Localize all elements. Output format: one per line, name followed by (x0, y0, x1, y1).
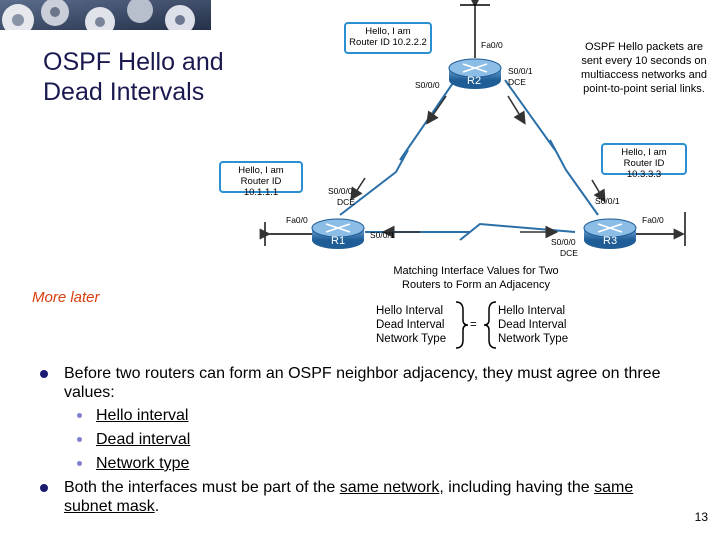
page-number: 13 (694, 510, 708, 524)
bullet-dot (40, 370, 48, 378)
sub-bullet-3: Network type (40, 454, 680, 473)
r3-s000-label: S0/0/0 (551, 237, 576, 247)
sub-bullet-1: Hello interval (40, 406, 680, 425)
bullet-list: Before two routers can form an OSPF neig… (40, 364, 680, 520)
hello-note-line-3: multiaccess networks and (581, 69, 707, 81)
right-network-type: Network Type (498, 333, 569, 345)
network-topology-diagram (259, 0, 686, 249)
equals-sign: = (470, 319, 477, 331)
router-r2 (448, 58, 502, 89)
router-r2-label: R2 (467, 75, 482, 87)
r2-fa00-label: Fa0/0 (481, 40, 503, 50)
title-line-2: Dead Intervals (43, 78, 205, 106)
r3-dce-label: DCE (560, 248, 578, 258)
ethernet-links (259, 0, 686, 246)
r2-s001-label: S0/0/1 (508, 66, 533, 76)
r2-s000-label: S0/0/0 (415, 80, 440, 90)
sub-bullet-dot (77, 461, 82, 466)
r1-fa00-label: Fa0/0 (286, 215, 308, 225)
left-hello-interval: Hello Interval (376, 305, 444, 317)
r3-fa00-label: Fa0/0 (642, 215, 664, 225)
bubble-r2-line-2: Router ID 10.2.2.2 (349, 37, 427, 48)
left-dead-interval: Dead Interval (376, 319, 445, 331)
r1-dce-label: DCE (337, 197, 355, 207)
same-subnet-mask-link[interactable]: same subnet mask (64, 479, 634, 515)
sub-bullet-2-text[interactable]: Dead interval (96, 431, 191, 448)
left-values-list: Hello Interval Dead Interval Network Typ… (376, 304, 446, 346)
bubble-r1-line-2: Router ID 10.1.1.1 (240, 176, 282, 198)
bubble-r2-line-1: Hello, I am (365, 26, 411, 37)
link-r1-r3 (365, 222, 576, 241)
banner-image (0, 0, 211, 30)
slide-title: OSPF Hello and Dead Intervals (43, 47, 283, 107)
r2-dce-label: DCE (508, 77, 526, 87)
right-hello-interval: Hello Interval (498, 305, 566, 317)
serial-links (339, 79, 599, 241)
sub-bullet-dot (77, 413, 82, 418)
router-r3 (583, 218, 637, 249)
link-r2-r3 (504, 79, 599, 216)
r3-s001-label: S0/0/1 (595, 196, 620, 206)
hello-arrows (350, 95, 606, 239)
sub-bullet-3-text[interactable]: Network type (96, 455, 190, 472)
sub-bullet-2: Dead interval (40, 430, 680, 449)
bullet-item-2-pre: Both the interfaces must be part of the (64, 479, 340, 496)
same-network-link[interactable]: same network (339, 479, 440, 496)
sub-bullet-1-text[interactable]: Hello interval (96, 407, 189, 424)
bullet-item-2: Both the interfaces must be part of the … (40, 478, 680, 516)
match-caption-line-2: Routers to Form an Adjacency (402, 279, 550, 291)
more-later-note: More later (32, 289, 100, 306)
bullet-item-2-post: . (154, 498, 160, 515)
hello-note-line-1: OSPF Hello packets are (585, 41, 703, 53)
hello-bubble-r1: Hello, I am Router ID 10.1.1.1 (219, 161, 303, 198)
title-line-1: OSPF Hello and (43, 48, 224, 76)
right-values-list: Hello Interval Dead Interval Network Typ… (498, 304, 568, 346)
bubble-r1-line-1: Hello, I am (238, 165, 284, 176)
bullet-dot (40, 484, 48, 492)
hello-note-line-4: point-to-point serial links. (583, 83, 705, 95)
bubble-r3-line-2: Router ID 10.3.3.3 (623, 158, 665, 180)
matching-caption: Matching Interface Values for Two Router… (366, 264, 586, 292)
r1-s000-label: S0/0/0 (328, 186, 353, 196)
match-caption-line-1: Matching Interface Values for Two (393, 265, 559, 277)
router-r3-label: R3 (603, 235, 618, 247)
bullet-item-1-text: Before two routers can form an OSPF neig… (64, 365, 661, 401)
hello-note-line-2: sent every 10 seconds on (581, 55, 707, 67)
bullet-item-1: Before two routers can form an OSPF neig… (40, 364, 680, 402)
hello-bubble-r3: Hello, I am Router ID 10.3.3.3 (601, 143, 687, 180)
router-r1-label: R1 (331, 235, 346, 247)
router-r1 (311, 218, 365, 249)
link-r2-r1 (339, 79, 456, 216)
right-dead-interval: Dead Interval (498, 319, 567, 331)
hello-bubble-r2: Hello, I am Router ID 10.2.2.2 (344, 22, 432, 54)
bullet-item-2-mid: , including having the (439, 479, 595, 496)
r1-s001-label: S0/0/1 (370, 230, 395, 240)
braces-equals (455, 301, 497, 349)
bubble-r3-line-1: Hello, I am (621, 147, 667, 158)
sub-bullet-dot (77, 437, 82, 442)
hello-interval-note: OSPF Hello packets are sent every 10 sec… (568, 40, 720, 96)
left-network-type: Network Type (376, 333, 447, 345)
